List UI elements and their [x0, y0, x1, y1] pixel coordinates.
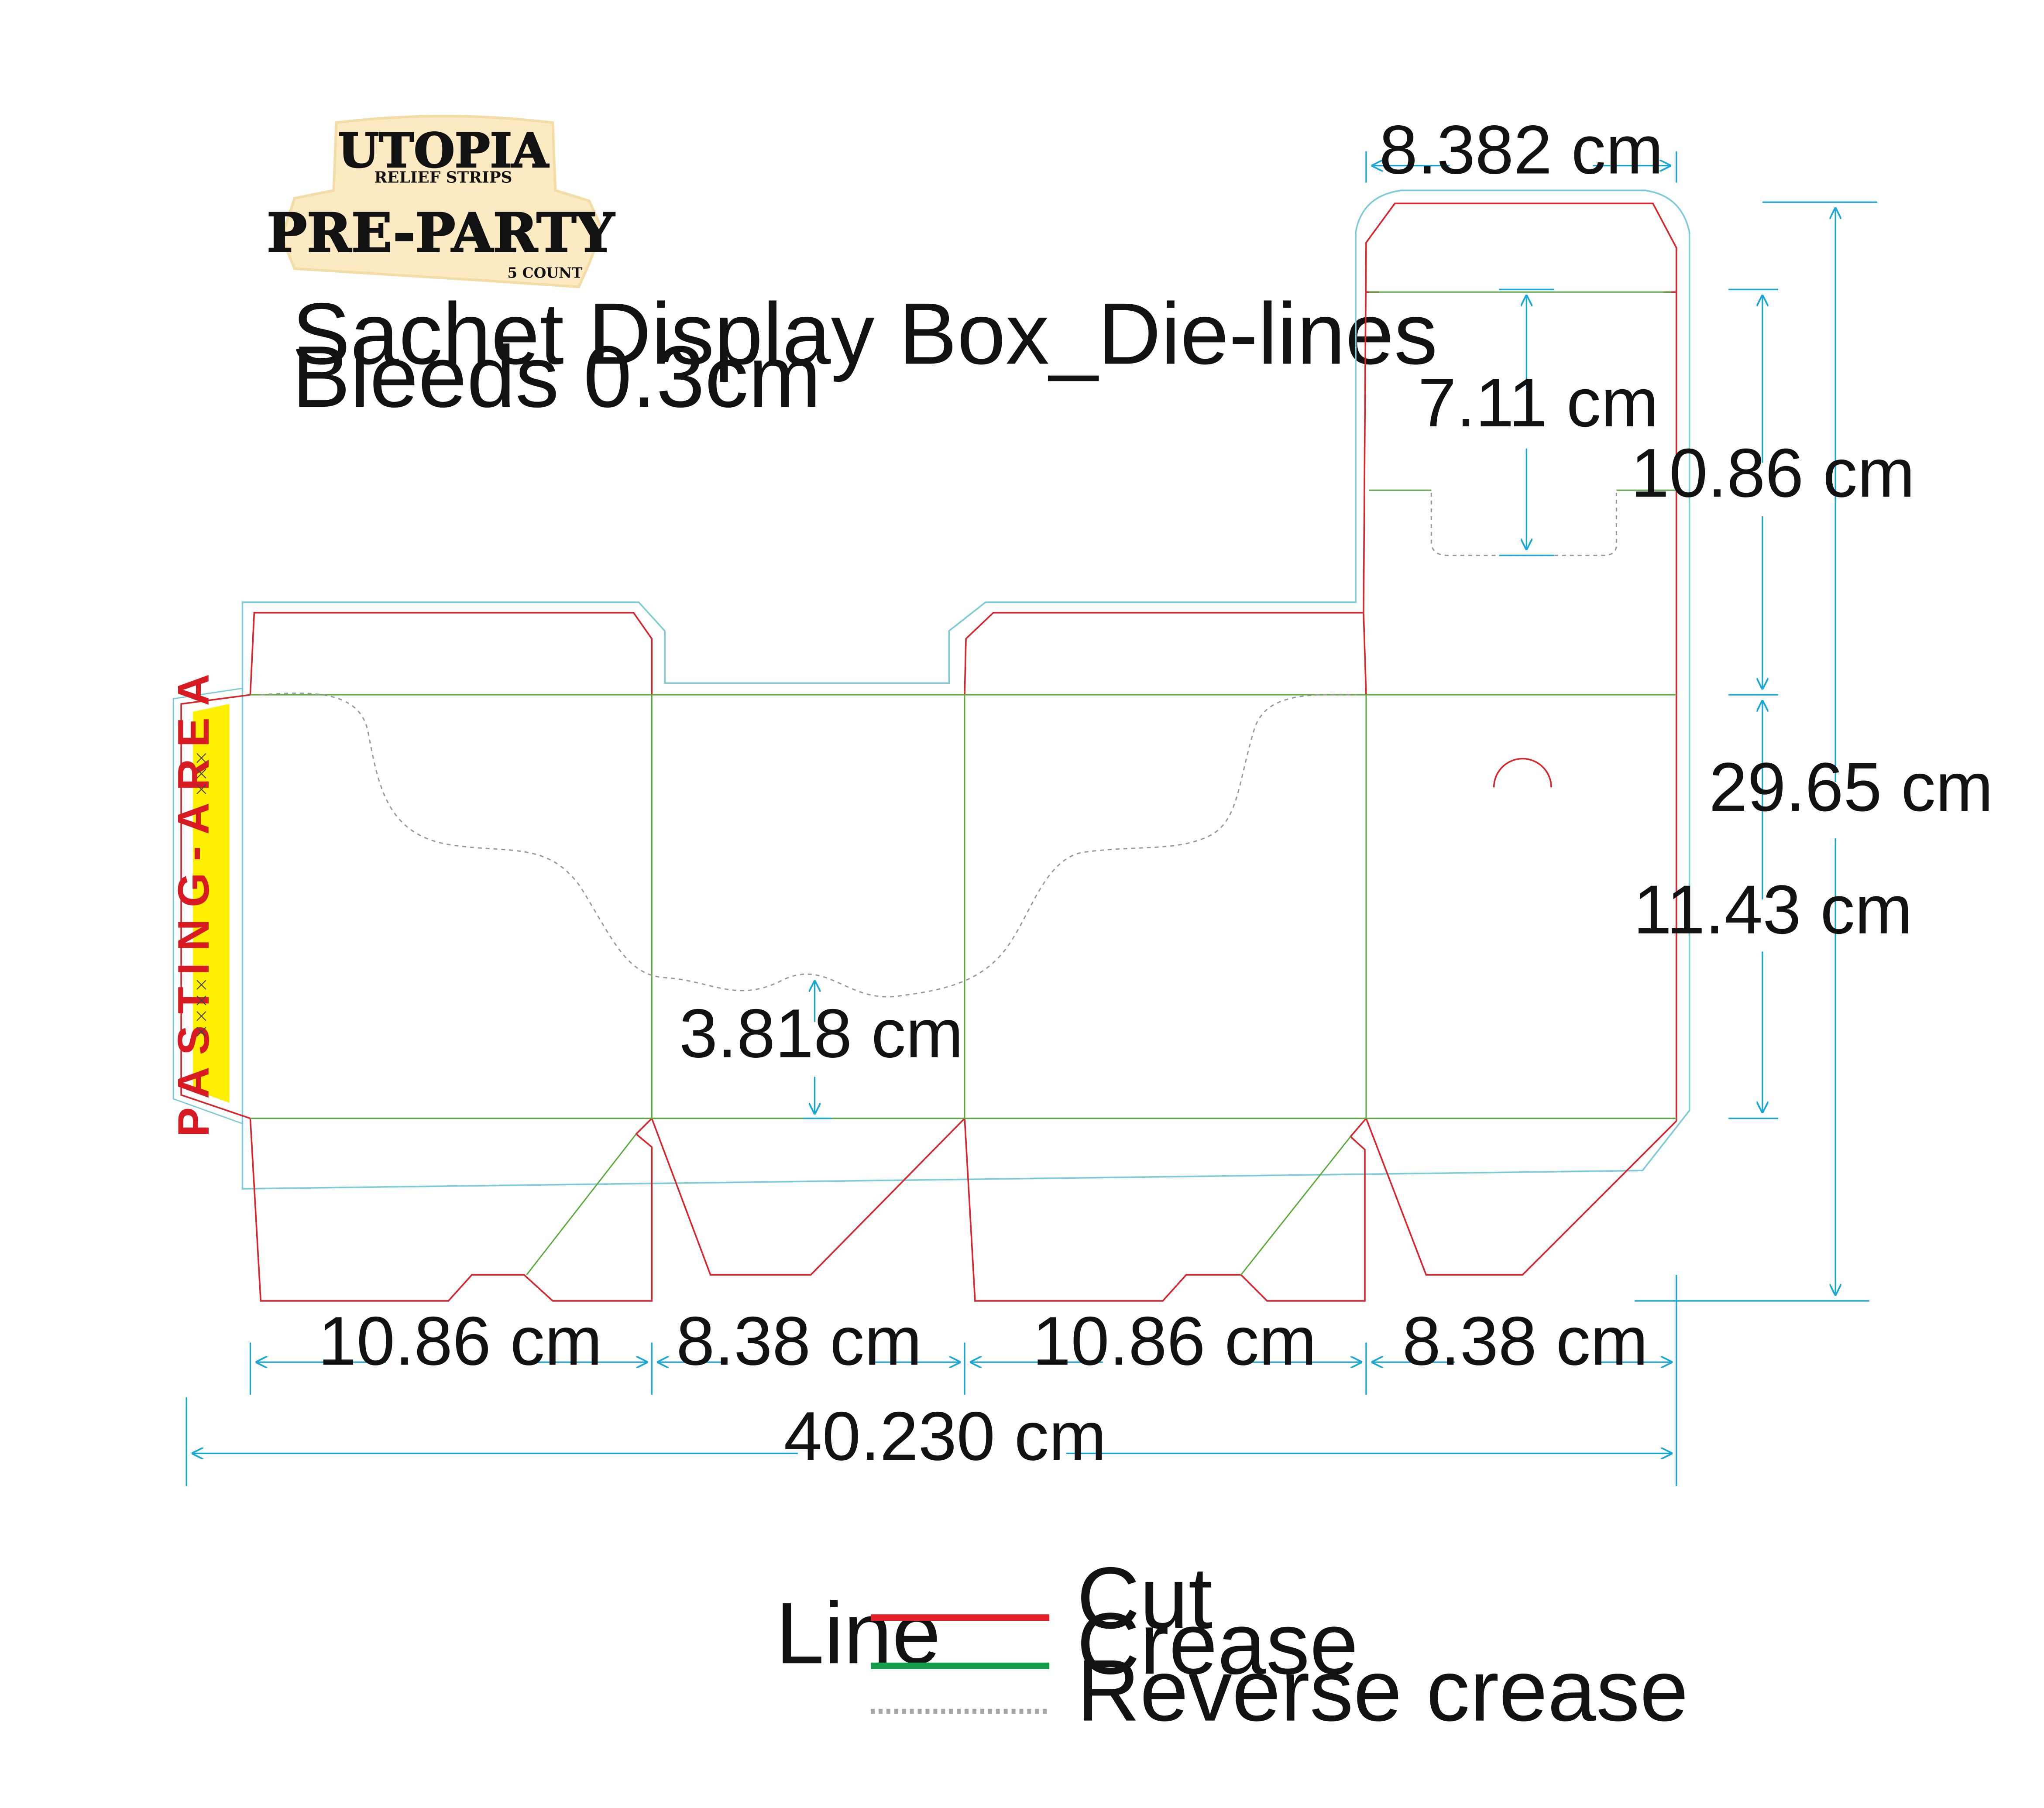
- dim-top-lid-width: 8.382 cm: [1379, 111, 1663, 189]
- dimension-labels: 8.382 cm 7.11 cm 10.86 cm 11.43 cm 29.65…: [318, 111, 1993, 1475]
- dim-total-width: 40.230 cm: [784, 1397, 1106, 1475]
- logo-line-relief-strips: RELIEF STRIPS: [374, 168, 512, 186]
- pasting-area-label: PASTING-AREA: [168, 662, 218, 1137]
- dimension-lines: [186, 151, 1877, 1486]
- legend-reverse-crease-label: Reverse crease: [1077, 1642, 1688, 1739]
- glue-cross-marks: [196, 753, 206, 1037]
- line-legend: Line Cut Crease Reverse crease: [776, 1550, 1688, 1739]
- bleed-note: Bleeds 0.3cm: [292, 328, 821, 425]
- logo-line-utopia: UTOPIA: [338, 124, 549, 178]
- crease-lines: [250, 291, 1676, 1276]
- dim-lid-height: 10.86 cm: [1631, 434, 1915, 511]
- glue-flap-outline: [180, 694, 251, 1119]
- dim-total-height: 29.65 cm: [1709, 748, 1993, 826]
- brand-logo: UTOPIA RELIEF STRIPS PRE-PARTY 5 COUNT: [266, 115, 616, 288]
- logo-line-pre-party: PRE-PARTY: [267, 202, 615, 264]
- bleed-outline: [241, 189, 1690, 1190]
- logo-line-count: 5 COUNT: [507, 264, 583, 281]
- dim-panel-4: 8.38 cm: [1402, 1302, 1648, 1379]
- dim-window-depth: 3.818 cm: [679, 995, 963, 1072]
- legend-crease-label: Crease: [1077, 1595, 1358, 1692]
- glue-flap-bleed: [172, 687, 243, 1125]
- dim-panel-2: 8.38 cm: [676, 1302, 922, 1379]
- dim-tuck-depth: 7.11 cm: [1418, 364, 1659, 441]
- pasting-area: [193, 704, 230, 1103]
- logo-badge: [280, 115, 604, 288]
- dim-panel-3: 10.86 cm: [1032, 1302, 1316, 1379]
- legend-cut-label: Cut: [1077, 1550, 1213, 1647]
- dim-panel-1: 10.86 cm: [318, 1302, 602, 1379]
- reverse-crease-lines: [261, 493, 1617, 998]
- document-title: Sachet Display Box_Die-lines: [292, 285, 1438, 383]
- dim-body-height: 11.43 cm: [1633, 871, 1912, 948]
